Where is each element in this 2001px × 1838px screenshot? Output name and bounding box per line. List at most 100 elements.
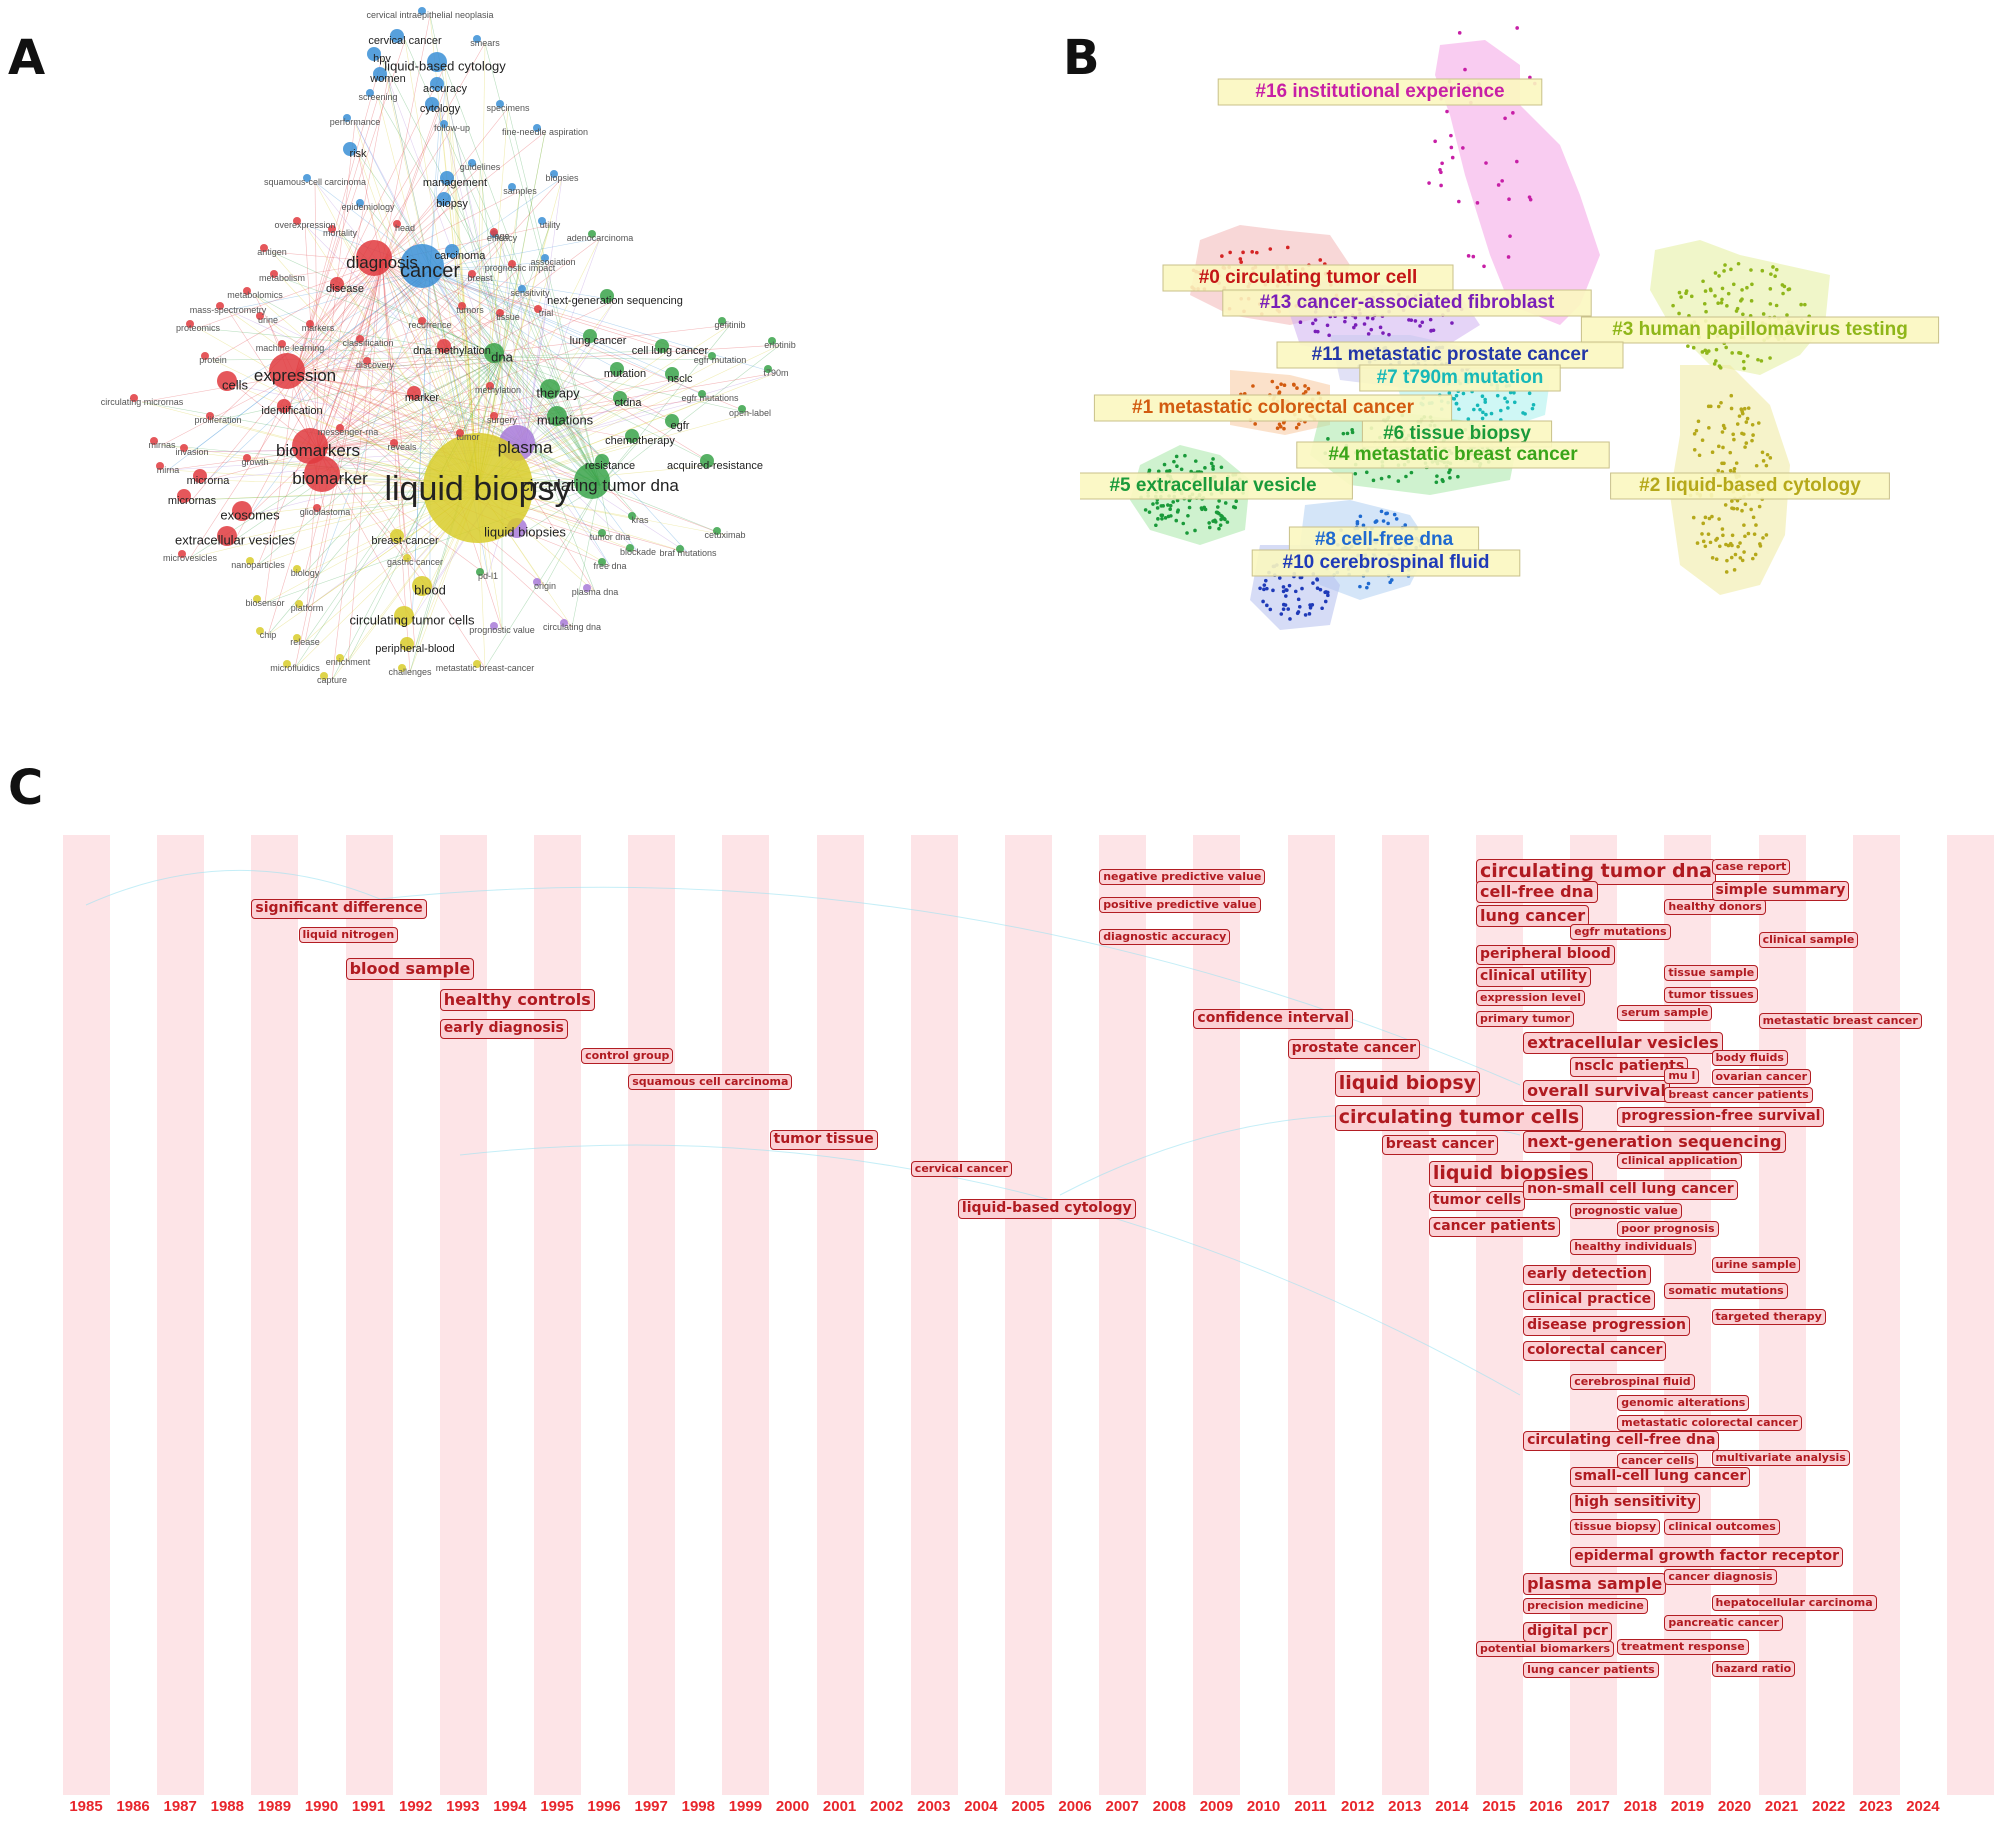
timeline-keyword-cancer-diagnosis: cancer diagnosis (1664, 1569, 1777, 1585)
network-edge (294, 107, 509, 376)
cluster-point (1320, 606, 1324, 611)
cluster-point (1323, 599, 1328, 604)
network-edge (501, 237, 526, 448)
network-edge (401, 356, 503, 448)
network-edge (317, 342, 369, 451)
network-label: microfluidics (270, 663, 320, 673)
network-label: microrna (187, 475, 231, 487)
network-edge (294, 42, 486, 376)
cluster-point (1294, 425, 1299, 430)
cluster-point (1720, 297, 1724, 302)
cluster-label: #0 circulating tumor cell (1199, 267, 1418, 288)
timeline-keyword-lung-cancer-patients: lung cancer patients (1523, 1662, 1659, 1678)
cluster-point (1764, 463, 1769, 468)
cluster-point (1211, 457, 1215, 461)
network-edge (294, 374, 566, 421)
network-label: identification (261, 405, 322, 417)
timeline-keyword-urine-sample: urine sample (1711, 1257, 1801, 1273)
network-label: adenocarcinoma (567, 233, 634, 243)
network-edge (317, 401, 629, 451)
cluster-point (1434, 480, 1439, 485)
cluster-point (1418, 324, 1422, 328)
network-node-mortality (328, 225, 336, 233)
timeline-keyword-healthy-donors: healthy donors (1664, 899, 1766, 915)
network-label: exosomes (220, 508, 280, 523)
cluster-point (1480, 394, 1485, 399)
network-edge (524, 397, 711, 448)
cluster-point (1303, 389, 1308, 394)
network-edge (354, 121, 526, 448)
network-label: chip (260, 630, 277, 640)
cluster-point (1381, 331, 1385, 335)
cluster-point (1366, 581, 1371, 586)
timeline-keyword-somatic-mutations: somatic mutations (1664, 1283, 1788, 1299)
timeline-keyword-tissue-biopsy: tissue biopsy (1570, 1519, 1661, 1535)
cluster-point (1496, 183, 1501, 187)
cluster-point (1703, 289, 1708, 293)
timeline-keyword-hepatocellular-carcinoma: hepatocellular carcinoma (1711, 1595, 1877, 1611)
cluster-point (1215, 510, 1220, 515)
cluster-point (1686, 344, 1690, 348)
year-label: 1997 (634, 1798, 668, 1815)
cluster-point (1169, 514, 1173, 518)
cluster-point (1735, 506, 1740, 511)
cluster-point (1728, 450, 1733, 455)
network-edge (294, 309, 471, 376)
network-label: circulating dna (543, 622, 601, 632)
cluster-point (1708, 540, 1713, 545)
network-node-association (541, 254, 549, 262)
cluster-point (1707, 426, 1711, 430)
year-label: 2015 (1482, 1798, 1516, 1815)
cluster-point (1749, 507, 1753, 512)
year-label: 2023 (1859, 1798, 1893, 1815)
cluster-point (1279, 382, 1283, 386)
cluster-point (1742, 366, 1746, 371)
network-edge (317, 261, 383, 451)
cluster-point (1489, 411, 1494, 416)
cluster-point (1211, 519, 1215, 523)
cluster-point (1740, 409, 1745, 414)
network-edge (317, 377, 681, 451)
timeline-keyword-clinical-practice: clinical practice (1523, 1290, 1656, 1310)
network-edge (524, 372, 777, 448)
cluster-point (1233, 505, 1238, 510)
timeline-keyword-liquid-nitrogen: liquid nitrogen (298, 927, 399, 943)
cluster-point (1722, 461, 1726, 466)
cluster-point (1285, 245, 1290, 250)
year-stripe (1193, 835, 1241, 1795)
network-edge (381, 261, 596, 593)
network-edge (477, 107, 509, 489)
network-edge (381, 261, 681, 426)
network-node-mirna (156, 462, 164, 470)
timeline-keyword-cervical-cancer: cervical cancer (910, 1161, 1012, 1177)
cluster-point (1404, 474, 1408, 479)
timeline-keyword-confidence-interval: confidence interval (1193, 1009, 1354, 1029)
cluster-point (1475, 201, 1480, 205)
cluster-point (1692, 432, 1697, 436)
network-node-markers (306, 320, 314, 328)
year-stripe (1005, 835, 1052, 1795)
timeline-keyword-body-fluids: body fluids (1711, 1050, 1788, 1066)
network-label: specimens (486, 103, 530, 113)
cluster-point (1764, 533, 1769, 537)
cluster-point (1508, 390, 1513, 395)
cluster-label-box (1610, 472, 1890, 500)
network-edge (429, 269, 711, 399)
network-node-microrna (193, 469, 207, 483)
network-edge (571, 484, 601, 628)
cluster-point (1241, 250, 1245, 255)
cluster-point (1480, 416, 1485, 421)
cluster-point (1365, 316, 1370, 320)
network-edge (411, 269, 431, 621)
cluster-point (1373, 520, 1378, 524)
cluster-point (1385, 511, 1390, 516)
network-node-biosensor (253, 595, 261, 603)
network-label: hpv (373, 53, 391, 65)
network-label: therapy (536, 386, 580, 401)
network-label: tissue (496, 312, 520, 322)
cluster-point (1689, 294, 1694, 299)
network-label: growth (241, 457, 268, 467)
network-edge (477, 42, 486, 489)
network-edge (257, 261, 383, 566)
